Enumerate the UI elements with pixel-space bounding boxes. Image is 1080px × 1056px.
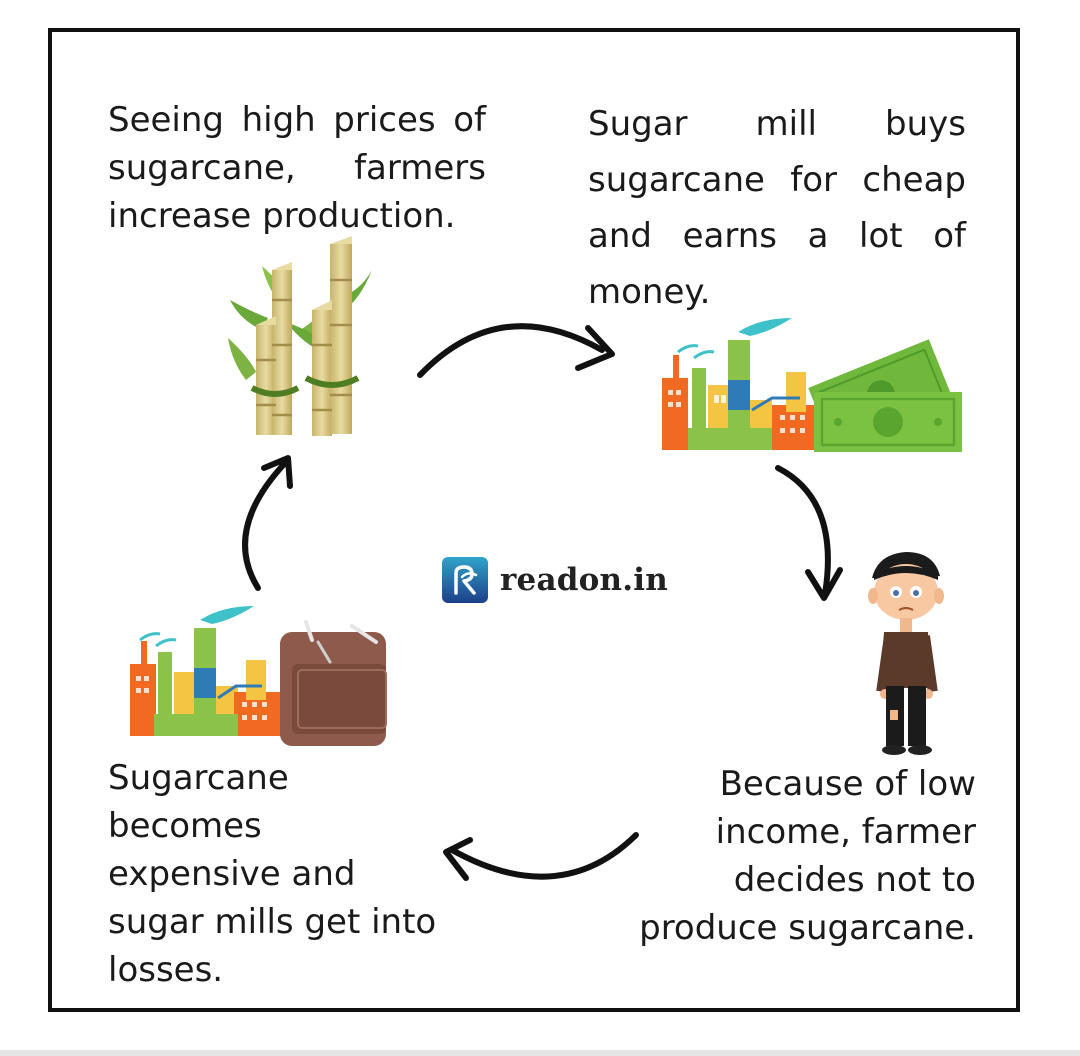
step-mill-loss-text: Sugarcane becomes expensive and sugar mi… <box>108 754 468 994</box>
farmer-icon <box>868 552 944 755</box>
step-line: Because of low <box>719 764 976 804</box>
readon-logo-icon <box>442 557 488 603</box>
step-line: losses. <box>108 950 224 990</box>
step-line: sugarcane for cheap <box>588 160 966 200</box>
sugarcane-icon <box>228 236 372 436</box>
step-line: decides not to <box>733 860 976 900</box>
step-line: increase production. <box>108 196 456 236</box>
brand: readon.in <box>442 556 668 604</box>
step-line: income, farmer <box>715 812 976 852</box>
step-mill-profit-text: Sugar mill buys sugarcane for cheap and … <box>588 96 966 320</box>
factory-icon <box>130 606 282 736</box>
brand-name: readon.in <box>500 562 668 598</box>
step-line: produce sugarcane. <box>639 908 976 948</box>
step-low-income-text: Because of low income, farmer decides no… <box>590 760 976 952</box>
step-line: becomes <box>108 806 262 846</box>
step-line: and earns a lot of <box>588 216 966 256</box>
money-icon <box>808 339 962 452</box>
bottom-strip <box>0 1050 1080 1056</box>
step-high-prices-text: Seeing high prices of sugarcane, farmers… <box>108 96 486 240</box>
cycle-arrow-icon <box>775 465 843 601</box>
cycle-arrow-icon <box>417 323 615 378</box>
diagram-frame <box>48 28 1020 1012</box>
wallet-icon <box>280 620 387 746</box>
factory-icon <box>662 318 820 450</box>
step-line: Seeing high prices of <box>108 100 486 140</box>
step-line: Sugarcane <box>108 758 289 798</box>
step-line: expensive and <box>108 854 356 894</box>
cycle-arrow-icon <box>242 455 293 591</box>
step-line: Sugar mill buys <box>588 104 966 144</box>
cycle-arrow-icon <box>443 832 639 881</box>
step-line: sugar mills get into <box>108 902 437 942</box>
step-line: money. <box>588 272 711 312</box>
step-line: sugarcane, farmers <box>108 148 486 188</box>
